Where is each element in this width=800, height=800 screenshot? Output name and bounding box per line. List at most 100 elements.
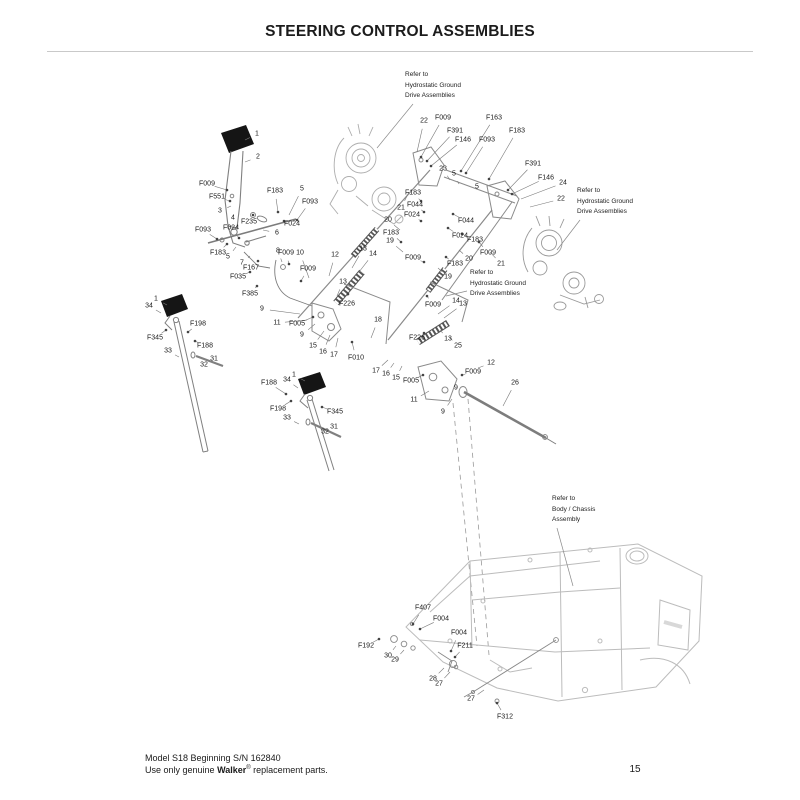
part-label: 33 bbox=[164, 347, 172, 355]
part-label: F192 bbox=[358, 642, 374, 650]
part-label: F024 bbox=[452, 232, 468, 240]
part-label: 16 bbox=[319, 348, 327, 356]
refer-note: Refer to Hydrostatic Ground Drive Assemb… bbox=[577, 187, 633, 215]
part-label: F551 bbox=[209, 193, 225, 201]
part-label: 28 bbox=[429, 675, 437, 683]
part-label: F009 bbox=[435, 114, 451, 122]
part-label: 18 bbox=[374, 316, 382, 324]
part-label: 4 bbox=[231, 214, 235, 222]
leader-lines bbox=[155, 103, 581, 711]
pedal-2-drawing bbox=[161, 294, 224, 453]
brand-name: Walker bbox=[217, 765, 247, 775]
part-label: F024 bbox=[223, 224, 239, 232]
part-label: F183 bbox=[267, 187, 283, 195]
part-label: F010 bbox=[348, 354, 364, 362]
part-label: 21 bbox=[497, 260, 505, 268]
part-label: 5 bbox=[452, 170, 456, 178]
part-label: 32 bbox=[200, 361, 208, 369]
part-label: F198 bbox=[270, 405, 286, 413]
part-label: 5 bbox=[300, 185, 304, 193]
part-label: 11 bbox=[410, 396, 418, 404]
part-label: F024 bbox=[284, 220, 300, 228]
registered-mark: ® bbox=[246, 765, 251, 771]
part-label: 29 bbox=[391, 656, 399, 664]
part-label: 17 bbox=[372, 367, 380, 375]
part-label: 5 bbox=[226, 253, 230, 261]
part-label: 2 bbox=[256, 153, 260, 161]
part-label: 20 bbox=[465, 255, 473, 263]
part-label: F004 bbox=[451, 629, 467, 637]
part-label: 12 bbox=[487, 359, 495, 367]
pedal-1-hardware bbox=[207, 193, 313, 307]
part-label: F183 bbox=[383, 229, 399, 237]
part-label: F009 bbox=[425, 301, 441, 309]
part-label: 32 bbox=[321, 428, 329, 436]
part-label: 11 bbox=[273, 319, 281, 327]
part-label: 22 bbox=[420, 117, 428, 125]
part-label: F009 bbox=[300, 265, 316, 273]
part-label: 31 bbox=[330, 423, 338, 431]
part-label: 15 bbox=[309, 342, 317, 350]
part-label: F385 bbox=[242, 290, 258, 298]
part-label: F004 bbox=[433, 615, 449, 623]
title-divider bbox=[47, 51, 753, 52]
part-label: 24 bbox=[559, 179, 567, 187]
part-label: F044 bbox=[407, 201, 423, 209]
pedal-pad bbox=[161, 294, 188, 317]
part-label: F009 bbox=[465, 368, 481, 376]
part-label: F391 bbox=[525, 160, 541, 168]
part-label: F183 bbox=[447, 260, 463, 268]
chassis-frame-drawing bbox=[405, 543, 703, 702]
part-label: F093 bbox=[479, 136, 495, 144]
part-label: 22 bbox=[557, 195, 565, 203]
footer-text-suffix: replacement parts. bbox=[250, 765, 328, 775]
part-label: F167 bbox=[243, 264, 259, 272]
part-label: 13 bbox=[339, 278, 347, 286]
part-label: F093 bbox=[195, 226, 211, 234]
part-label: 14 bbox=[452, 297, 460, 305]
part-label: F188 bbox=[197, 342, 213, 350]
part-label: 30 bbox=[384, 652, 392, 660]
part-label: 9 bbox=[300, 331, 304, 339]
part-label: 17 bbox=[330, 351, 338, 359]
part-label: 34 bbox=[283, 376, 291, 384]
part-label: F009 bbox=[278, 249, 294, 257]
refer-note: Refer to Body / Chassis Assembly bbox=[552, 495, 596, 523]
dashed-connectors bbox=[452, 398, 490, 656]
part-label: 26 bbox=[511, 379, 519, 387]
part-label: 34 bbox=[145, 302, 153, 310]
part-label: 5 bbox=[475, 183, 479, 191]
footer-model-line: Model S18 Beginning S/N 162840 bbox=[145, 753, 281, 763]
part-label: F391 bbox=[447, 127, 463, 135]
part-label: F188 bbox=[261, 379, 277, 387]
pedal-1-drawing bbox=[221, 125, 267, 248]
part-label: F226 bbox=[409, 334, 425, 342]
part-label: F226 bbox=[339, 300, 355, 308]
part-label: 9 bbox=[454, 384, 458, 392]
part-label: F183 bbox=[210, 249, 226, 257]
part-label: 20 bbox=[384, 216, 392, 224]
part-label: 9 bbox=[441, 408, 445, 416]
part-label: F035 bbox=[230, 273, 246, 281]
part-label: F183 bbox=[509, 127, 525, 135]
part-label: 13 bbox=[444, 335, 452, 343]
page-title: STEERING CONTROL ASSEMBLIES bbox=[265, 23, 535, 40]
part-label: F345 bbox=[147, 334, 163, 342]
part-label: 1 bbox=[292, 371, 296, 379]
part-label: F211 bbox=[457, 642, 473, 650]
part-label: 27 bbox=[435, 680, 443, 688]
part-label: F024 bbox=[404, 211, 420, 219]
part-label: F044 bbox=[458, 217, 474, 225]
control-rods-drawing bbox=[297, 169, 513, 345]
part-label: F312 bbox=[497, 713, 513, 721]
part-label: 12 bbox=[331, 251, 339, 259]
part-label: 21 bbox=[397, 204, 405, 212]
part-label: 6 bbox=[275, 229, 279, 237]
part-label: 14 bbox=[369, 250, 377, 258]
pedal-pad bbox=[298, 372, 326, 395]
footer-genuine-parts-line: Use only genuine Walker® replacement par… bbox=[145, 765, 328, 775]
part-label: F093 bbox=[302, 198, 318, 206]
part-label: F005 bbox=[403, 377, 419, 385]
pedal-3-drawing bbox=[298, 372, 342, 472]
